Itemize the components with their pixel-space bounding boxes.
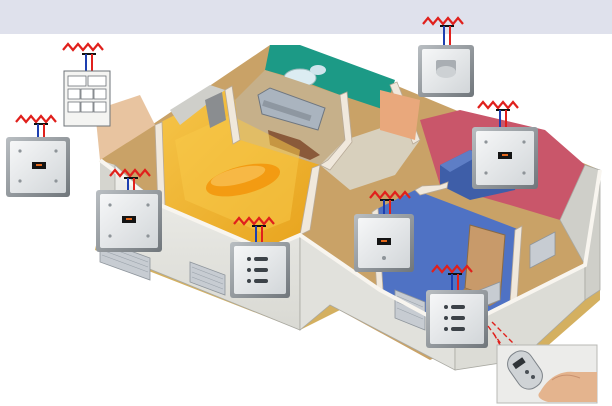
switch-right-upper: [472, 102, 538, 189]
top-band: [0, 0, 612, 34]
relay-module: [63, 44, 110, 126]
house: [95, 45, 600, 370]
switch-left-upper: [6, 116, 70, 197]
remote-control: [497, 345, 597, 403]
wire-live: [16, 116, 56, 122]
